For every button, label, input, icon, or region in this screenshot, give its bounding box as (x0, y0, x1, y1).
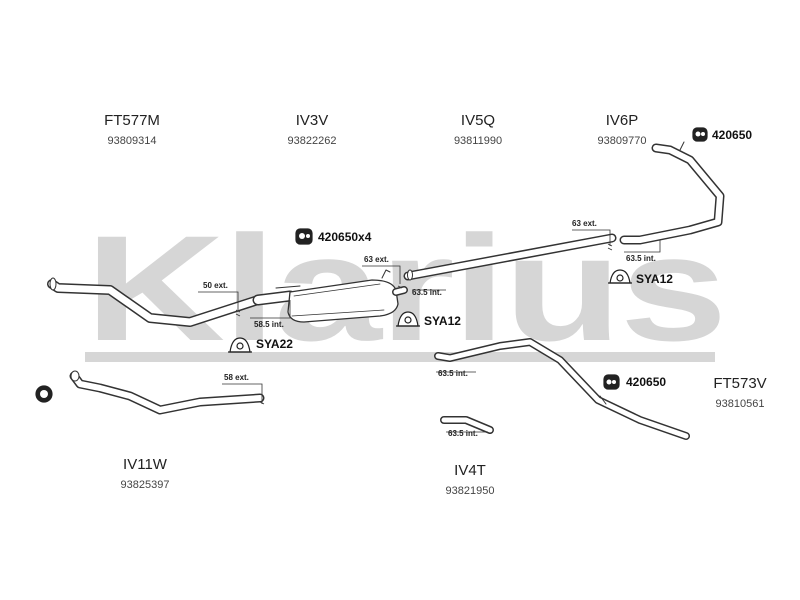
dim-63-ext-right: 63 ext. (572, 219, 597, 228)
clamp-icon (396, 311, 420, 327)
callout-420650-top: 420650 (712, 128, 753, 142)
part-number-iv4t: 93821950 (445, 485, 495, 497)
rubber-mount-icon (692, 127, 708, 142)
part-code-ft577m: FT577M (104, 112, 160, 129)
dim-58-5-int: 58.5 int. (254, 320, 284, 329)
clamp-icon (608, 269, 632, 284)
clamp-icon (228, 337, 252, 353)
callout-sya12-right: SYA12 (636, 272, 673, 286)
dim-63-ext-mid: 63 ext. (364, 255, 389, 264)
part-number-ft573v: 93810561 (715, 398, 765, 410)
part-code-iv11w: IV11W (123, 456, 167, 473)
part-code-iv3v: IV3V (295, 112, 329, 129)
part-code-ft573v: FT573V (713, 375, 767, 392)
callout-420650-lower: 420650 (626, 375, 667, 389)
dim-58-ext: 58 ext. (224, 373, 249, 382)
pipe-iv11w (69, 370, 265, 415)
pipe-ft573v (434, 338, 690, 440)
part-number-iv5q: 93811990 (453, 135, 503, 147)
dimension-markers (198, 229, 661, 433)
rubber-mount-icon (295, 228, 313, 245)
pipe-iv4t (440, 416, 494, 434)
dim-50-ext: 50 ext. (203, 281, 228, 290)
watermark-underline (85, 352, 715, 362)
part-number-iv3v: 93822262 (287, 135, 337, 147)
pipe-iv5q (403, 233, 617, 281)
dim-63-5-int-low: 63.5 int. (438, 369, 468, 378)
part-code-iv4t: IV4T (454, 462, 486, 479)
part-number-iv11w: 93825397 (120, 479, 170, 491)
callout-420650x4: 420650x4 (318, 230, 372, 244)
callout-sya12-center: SYA12 (424, 314, 461, 328)
dim-63-5-int-small: 63.5 int. (448, 429, 478, 438)
part-number-iv6p: 93809770 (597, 135, 647, 147)
dim-63-5-int-right: 63.5 int. (626, 254, 656, 263)
part-code-iv6p: IV6P (605, 112, 639, 129)
pipe-iv6p (619, 141, 725, 245)
pipe-ft577m (47, 277, 263, 327)
part-code-iv5q: IV5Q (460, 112, 496, 129)
callout-sya22: SYA22 (256, 337, 293, 351)
gasket-icon (35, 385, 53, 403)
dim-63-5-int-mid: 63.5 int. (412, 288, 442, 297)
part-number-ft577m: 93809314 (107, 135, 157, 147)
rubber-mount-icon (603, 374, 620, 390)
silencer-iv3v (252, 269, 408, 323)
